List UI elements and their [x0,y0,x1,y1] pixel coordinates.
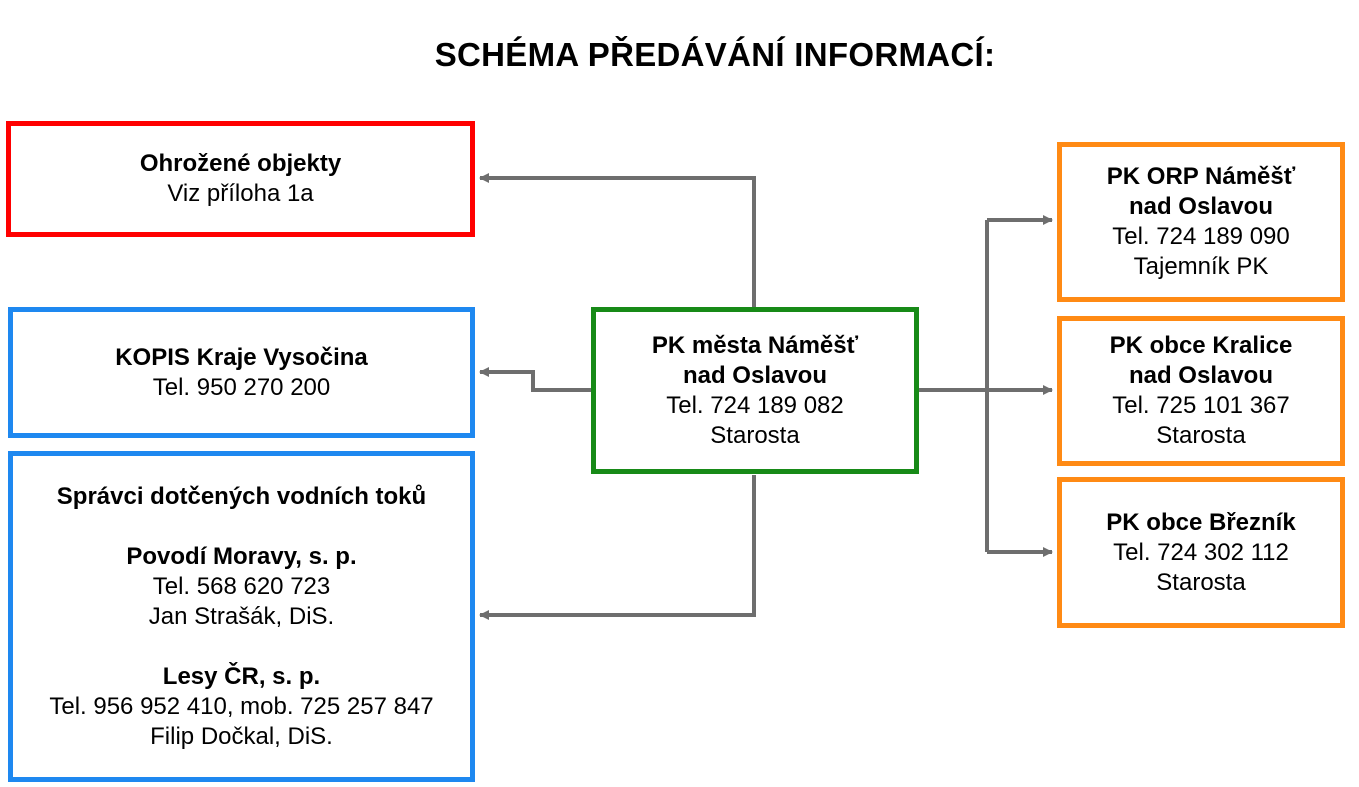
kralice-box: PK obce Kralice nad Oslavou Tel. 725 101… [1057,316,1345,466]
breznik-name: PK obce Březník [1106,508,1296,536]
threatened-objects-box: Ohrožené objekty Viz příloha 1a [6,121,475,237]
orp-role: Tajemník PK [1133,253,1269,280]
water-managers-box: Správci dotčených vodních toků Povodí Mo… [8,451,475,782]
orp-phone: Tel. 724 189 090 [1112,223,1290,250]
water-org1-person: Jan Strašák, DiS. [148,602,335,630]
kralice-phone: Tel. 725 101 367 [1112,392,1290,419]
diagram-title: SCHÉMA PŘEDÁVÁNÍ INFORMACÍ: [434,36,996,73]
kopis-box: KOPIS Kraje Vysočina Tel. 950 270 200 [8,307,475,438]
water-org2-name: Lesy ČR, s. p. [162,662,321,690]
center-name-line1: PK města Náměšť [651,331,859,359]
water-org2-person: Filip Dočkal, DiS. [150,722,333,750]
water-org2-phone: Tel. 956 952 410, mob. 725 257 847 [49,692,434,720]
orp-name-line1: PK ORP Náměšť [1106,163,1296,190]
arrow-to-threatened-objects [479,173,756,307]
kralice-name-line2: nad Oslavou [1128,362,1274,389]
breznik-box: PK obce Březník Tel. 724 302 112 Starost… [1057,477,1345,628]
kopis-title: KOPIS Kraje Vysočina [115,343,368,371]
orp-name-line2: nad Oslavou [1128,193,1274,220]
center-phone: Tel. 724 189 082 [666,391,844,419]
arrow-to-water-managers [479,475,756,620]
breznik-role: Starosta [1156,568,1246,596]
threatened-objects-text: Viz příloha 1a [167,180,314,207]
center-role: Starosta [710,421,800,449]
center-city-box: PK města Náměšť nad Oslavou Tel. 724 189… [591,307,919,474]
kopis-phone: Tel. 950 270 200 [152,373,331,401]
water-org1-phone: Tel. 568 620 723 [152,572,331,600]
threatened-objects-title: Ohrožené objekty [139,150,342,177]
water-org1-name: Povodí Moravy, s. p. [126,542,357,570]
water-managers-heading: Správci dotčených vodních toků [56,482,427,510]
orp-box: PK ORP Náměšť nad Oslavou Tel. 724 189 0… [1057,142,1345,302]
kralice-role: Starosta [1156,422,1246,449]
kralice-name-line1: PK obce Kralice [1109,332,1293,359]
center-name-line2: nad Oslavou [682,361,828,389]
breznik-phone: Tel. 724 302 112 [1113,538,1289,566]
arrow-to-kopis [479,367,593,392]
